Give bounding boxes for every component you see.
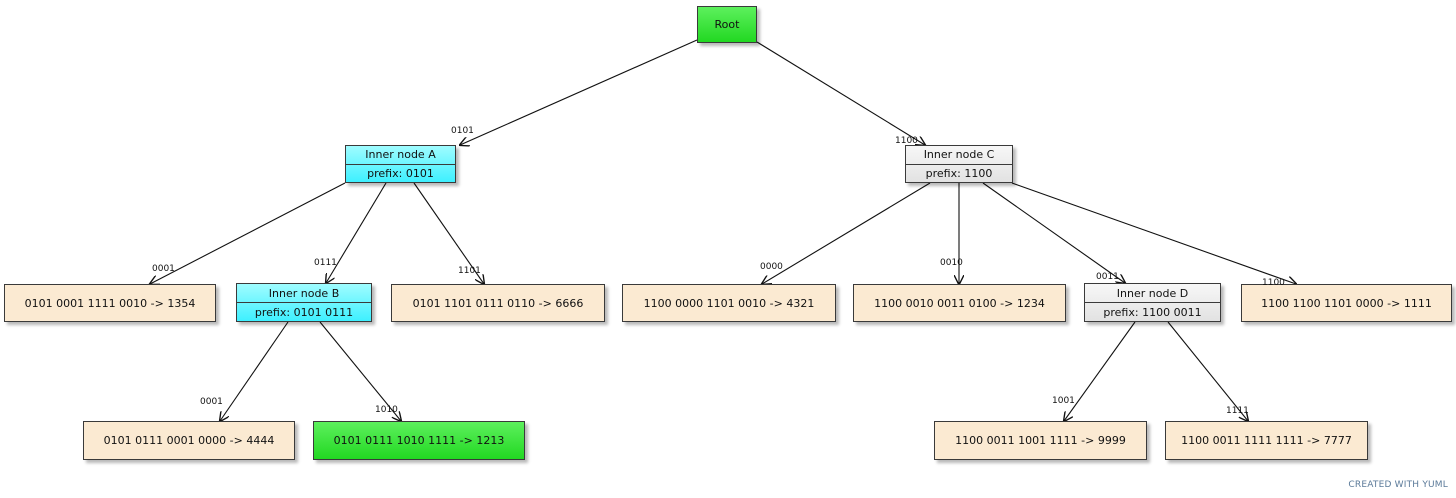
edge-label-c-4321: 0000: [760, 262, 783, 272]
inner-node-a-title: Inner node A: [365, 148, 436, 162]
leaf-node-1234: 1100 0010 0011 0100 -> 1234: [853, 284, 1066, 322]
edge-label-c-1111: 1100: [1262, 278, 1285, 288]
inner-node-c: Inner node C prefix: 1100: [905, 145, 1013, 183]
inner-node-d-prefix: prefix: 1100 0011: [1085, 302, 1220, 321]
inner-node-b: Inner node B prefix: 0101 0111: [236, 283, 372, 322]
leaf-node-7777: 1100 0011 1111 1111 -> 7777: [1165, 421, 1368, 460]
edge-label-a-6666: 1101: [458, 266, 481, 276]
edge-root-to-inner-a: [460, 39, 698, 145]
edge-label-root-c: 1100: [895, 136, 918, 146]
inner-node-c-title: Inner node C: [923, 148, 995, 162]
leaf-node-9999: 1100 0011 1001 1111 -> 9999: [934, 421, 1147, 460]
inner-node-b-title: Inner node B: [268, 286, 340, 300]
edge-inner-c-to-leaf-4321: [762, 182, 931, 284]
edge-label-c-1234: 0010: [940, 258, 963, 268]
edge-inner-b-to-leaf-4444: [220, 321, 289, 421]
root-node: Root: [697, 6, 757, 43]
leaf-node-6666: 0101 1101 0111 0110 -> 6666: [391, 284, 605, 322]
inner-node-c-prefix: prefix: 1100: [906, 163, 1012, 183]
inner-node-b-prefix: prefix: 0101 0111: [237, 302, 371, 321]
edge-inner-b-to-leaf-1213: [319, 321, 401, 421]
leaf-node-1111: 1100 1100 1101 0000 -> 1111: [1241, 284, 1452, 322]
leaf-4444-label: 0101 0111 0001 0000 -> 4444: [103, 434, 275, 447]
edge-label-a-1354: 0001: [152, 264, 175, 274]
edge-inner-a-to-inner-b: [326, 182, 387, 283]
leaf-node-4321: 1100 0000 1101 0010 -> 4321: [622, 284, 836, 322]
edge-label-d-9999: 1001: [1052, 396, 1075, 406]
inner-node-a: Inner node A prefix: 0101: [345, 145, 456, 183]
leaf-1234-label: 1100 0010 0011 0100 -> 1234: [874, 296, 1045, 310]
edge-root-to-inner-c: [756, 41, 925, 145]
edge-inner-c-to-inner-d: [982, 182, 1125, 283]
leaf-7777-label: 1100 0011 1111 1111 -> 7777: [1181, 434, 1352, 447]
edge-inner-d-to-leaf-9999: [1064, 321, 1136, 421]
root-label: Root: [714, 18, 740, 31]
edge-label-b-4444: 0001: [200, 397, 223, 407]
leaf-node-1354: 0101 0001 1111 0010 -> 1354: [4, 284, 216, 322]
edge-inner-a-to-leaf-1354: [150, 182, 346, 284]
edge-label-c-d: 0011: [1096, 272, 1119, 282]
edge-inner-d-to-leaf-7777: [1167, 321, 1248, 421]
leaf-4321-label: 1100 0000 1101 0010 -> 4321: [643, 296, 815, 310]
leaf-node-4444: 0101 0111 0001 0000 -> 4444: [83, 421, 295, 460]
leaf-9999-label: 1100 0011 1001 1111 -> 9999: [955, 434, 1126, 447]
leaf-1354-label: 0101 0001 1111 0010 -> 1354: [24, 296, 196, 310]
leaf-6666-label: 0101 1101 0111 0110 -> 6666: [412, 296, 584, 310]
leaf-1111-label: 1100 1100 1101 0000 -> 1111: [1261, 296, 1432, 310]
edge-inner-c-to-leaf-1111: [1011, 182, 1296, 284]
inner-node-d: Inner node D prefix: 1100 0011: [1084, 283, 1221, 322]
edge-label-root-a: 0101: [451, 126, 474, 136]
inner-node-d-title: Inner node D: [1116, 286, 1189, 300]
edge-label-d-7777: 1111: [1226, 406, 1249, 416]
edge-label-b-1213: 1010: [375, 405, 398, 415]
inner-node-a-prefix: prefix: 0101: [346, 163, 455, 183]
edge-label-a-b: 0111: [314, 258, 337, 268]
edge-inner-a-to-leaf-6666: [413, 182, 484, 284]
leaf-1213-label: 0101 0111 1010 1111 -> 1213: [333, 434, 505, 447]
leaf-node-1213: 0101 0111 1010 1111 -> 1213: [313, 421, 525, 460]
yuml-credit: CREATED WITH YUML: [1348, 480, 1448, 490]
